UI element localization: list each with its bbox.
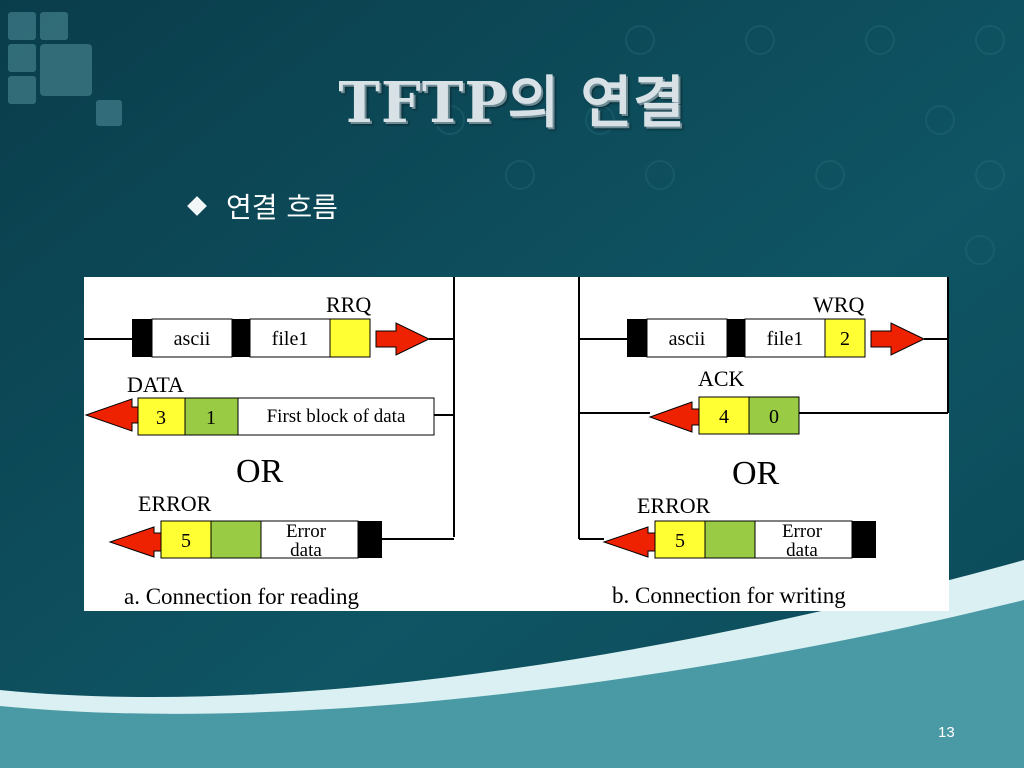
page-number: 13 — [938, 724, 955, 741]
wrq-opcode-block — [627, 319, 647, 357]
light-wave — [0, 560, 1024, 722]
data-block-field — [184, 397, 239, 436]
wrq-arrow-right-icon — [870, 322, 926, 356]
rrq-mode-field — [329, 318, 371, 358]
reading-or-label: OR — [236, 453, 284, 490]
writing-error-label: ERROR — [637, 493, 711, 518]
wrq-mode-field — [824, 318, 866, 358]
wrq-separator — [727, 319, 745, 357]
wrq-ascii-text: ascii — [669, 328, 706, 350]
data-block-text: 1 — [206, 407, 216, 429]
ack-block-field — [748, 396, 800, 435]
data-label: DATA — [127, 372, 184, 397]
reading-error-label: ERROR — [138, 491, 212, 516]
writing-error-code-field — [704, 520, 756, 559]
reading-error-end-block — [358, 521, 382, 558]
bullet-text: 연결 흐름 — [226, 191, 338, 224]
writing-error-data-field — [754, 520, 853, 559]
reading-error-arrow-left-icon — [108, 526, 162, 558]
ack-opcode-field — [698, 396, 750, 435]
reading-error-opcode-text: 5 — [181, 530, 191, 552]
reading-error-data-text-1: Error — [286, 521, 327, 542]
ack-arrow-left-icon — [648, 401, 700, 433]
writing-caption: b. Connection for writing — [612, 583, 846, 608]
reading-caption: a. Connection for reading — [124, 584, 360, 609]
wrq-mode-text: 2 — [840, 328, 850, 350]
reading-error-code-field — [210, 520, 262, 559]
reading-panel: RRQ ascii file1 DATA 3 1 First block of … — [84, 277, 455, 609]
data-arrow-left-icon — [84, 398, 139, 432]
rrq-label: RRQ — [326, 292, 371, 317]
data-payload-field — [237, 397, 435, 436]
rrq-arrow-right-icon — [375, 322, 431, 356]
writing-error-data-text-2: data — [786, 540, 818, 561]
footer-band — [0, 600, 1024, 768]
tftp-connection-diagram: RRQ ascii file1 DATA 3 1 First block of … — [84, 277, 949, 611]
writing-error-data-text-1: Error — [782, 521, 823, 542]
rrq-separator — [232, 319, 250, 357]
writing-or-label: OR — [732, 455, 780, 492]
data-opcode-text: 3 — [156, 407, 166, 429]
ack-block-text: 0 — [769, 406, 779, 428]
decorative-pattern — [435, 25, 1005, 265]
rrq-opcode-block — [132, 319, 152, 357]
reading-error-opcode-field — [160, 520, 212, 559]
page-title: TFTP의 연결 — [338, 70, 686, 136]
ack-label: ACK — [698, 366, 745, 391]
rrq-file-field — [249, 318, 331, 358]
rrq-file-text: file1 — [272, 328, 309, 350]
data-payload-text: First block of data — [267, 406, 406, 427]
wrq-file-text: file1 — [767, 328, 804, 350]
rrq-ascii-field — [151, 318, 233, 358]
reading-error-data-text-2: data — [290, 540, 322, 561]
writing-error-opcode-text: 5 — [675, 530, 685, 552]
diagram-svg: RRQ ascii file1 DATA 3 1 First block of … — [84, 277, 949, 609]
writing-panel: WRQ ascii file1 2 ACK 4 0 OR ERROR — [578, 277, 949, 608]
writing-error-end-block — [852, 521, 876, 558]
bullet-item: 연결 흐름 — [187, 186, 338, 226]
rrq-ascii-text: ascii — [174, 328, 211, 350]
writing-error-arrow-left-icon — [602, 526, 656, 558]
ack-opcode-text: 4 — [719, 406, 729, 428]
decorative-squares — [8, 12, 122, 126]
diamond-bullet-icon — [187, 196, 207, 216]
wrq-label: WRQ — [813, 292, 864, 317]
